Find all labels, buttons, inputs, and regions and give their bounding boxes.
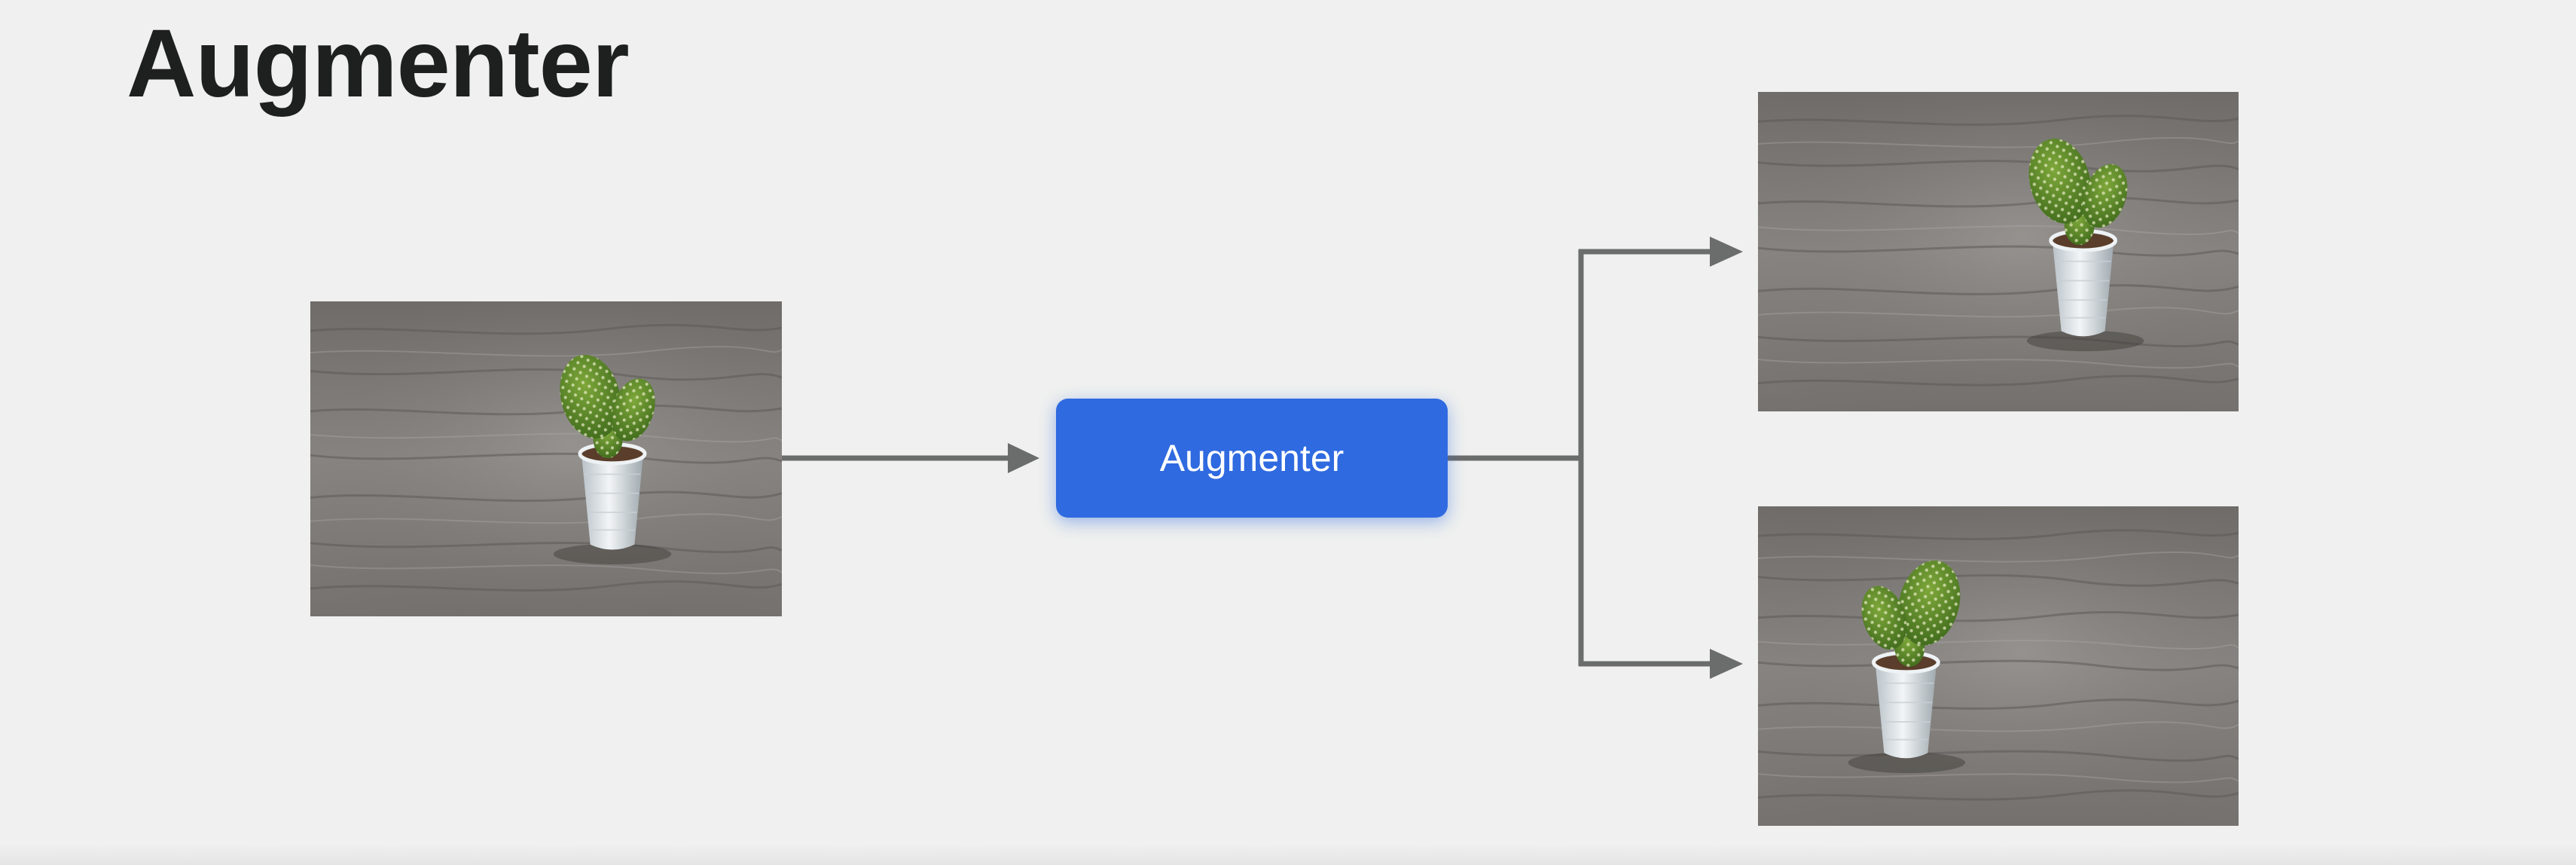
output-cactus-photo-2 bbox=[1758, 506, 2239, 826]
page-title: Augmenter bbox=[127, 10, 630, 118]
bottom-shade bbox=[0, 844, 2576, 865]
augmenter-box: Augmenter bbox=[1056, 399, 1448, 518]
input-arrowhead bbox=[1008, 443, 1039, 473]
top-arrowhead bbox=[1710, 237, 1743, 267]
input-cactus-photo bbox=[310, 301, 782, 616]
bottom-arrowhead bbox=[1710, 649, 1743, 679]
augmenter-label: Augmenter bbox=[1159, 437, 1344, 479]
output-cactus-photo-1 bbox=[1758, 92, 2239, 411]
